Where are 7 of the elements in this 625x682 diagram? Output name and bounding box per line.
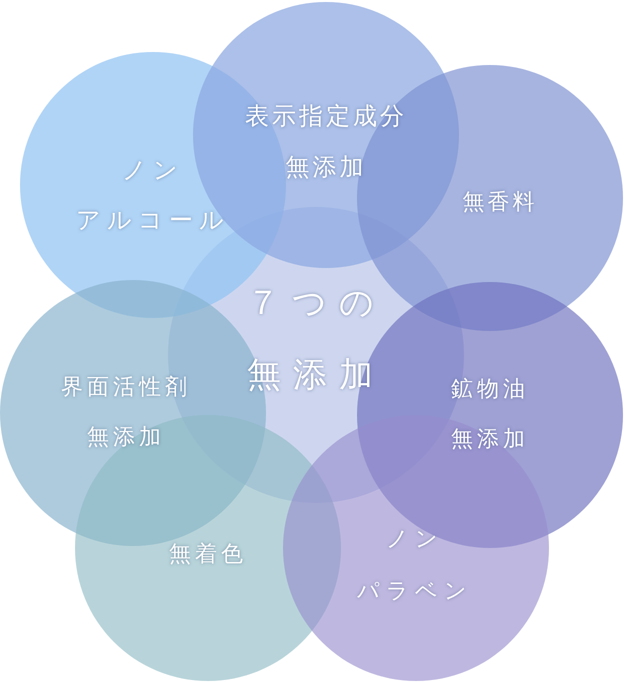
- circle-label: 無着色: [169, 541, 247, 569]
- circle-label: ノンパラベン: [357, 526, 473, 606]
- circle-label: 無香料: [462, 189, 538, 217]
- circle-label: 表示指定成分無添加: [245, 101, 407, 183]
- circle-label: ノンアルコール: [76, 155, 230, 236]
- circle-label: 界面活性剤無添加: [61, 374, 191, 452]
- circle-label: 鉱物油無添加: [451, 376, 529, 454]
